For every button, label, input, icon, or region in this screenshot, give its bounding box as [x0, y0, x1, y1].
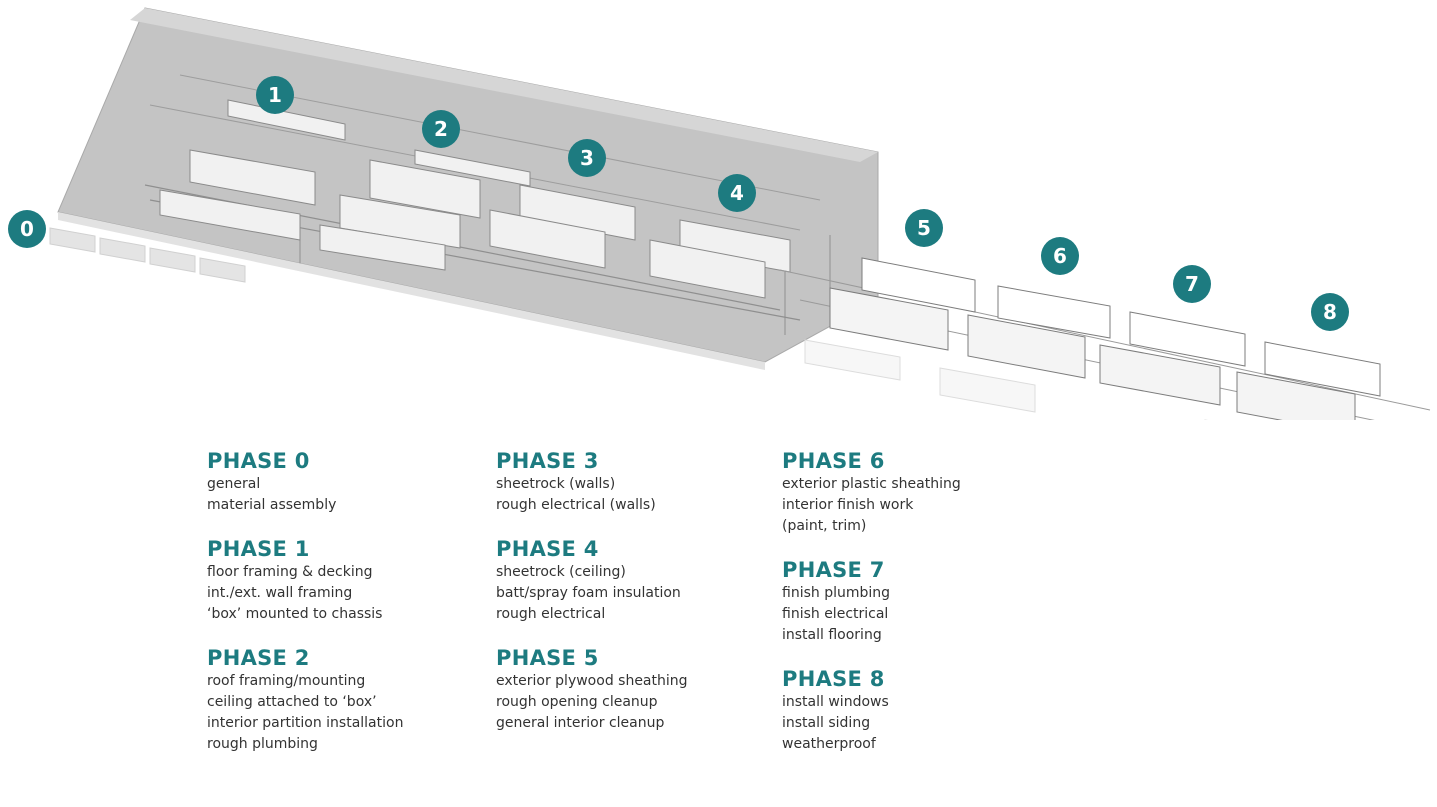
- phase-step: general: [207, 476, 261, 492]
- phase-title: PHASE 4: [496, 537, 599, 561]
- phase-marker-icon: 4: [718, 174, 756, 212]
- outdoor-modules: [779, 257, 1431, 420]
- phase-marker-icon: 8: [1311, 293, 1349, 331]
- phase-4: PHASE 4 sheetrock (ceiling) batt/spray f…: [496, 536, 776, 625]
- phase-title: PHASE 2: [207, 646, 310, 670]
- phase-step: install flooring: [782, 627, 882, 643]
- phase-marker-icon: 2: [422, 110, 460, 148]
- phase-column-2: PHASE 3 sheetrock (walls) rough electric…: [496, 448, 776, 754]
- phase-marker-icon: 0: [8, 210, 46, 248]
- phase-title: PHASE 1: [207, 537, 310, 561]
- phase-step: roof framing/mounting: [207, 673, 366, 689]
- phase-marker-label: 2: [434, 117, 448, 141]
- phase-2: PHASE 2 roof framing/mounting ceiling at…: [207, 645, 487, 755]
- phase-step: finish electrical: [782, 606, 889, 622]
- phase-marker-label: 1: [268, 83, 282, 107]
- phase-title: PHASE 3: [496, 449, 599, 473]
- phase-title: PHASE 8: [782, 667, 885, 691]
- phase-marker-label: 6: [1053, 244, 1067, 268]
- assembly-line-illustration: [49, 7, 1431, 420]
- phase-step: weatherproof: [782, 736, 876, 752]
- phase-step: rough electrical: [496, 606, 606, 622]
- phase-marker-label: 5: [917, 216, 931, 240]
- phase-3: PHASE 3 sheetrock (walls) rough electric…: [496, 448, 776, 516]
- phase-step: interior finish work: [782, 497, 914, 513]
- phase-step: int./ext. wall framing: [207, 585, 353, 601]
- phase-step: floor framing & decking: [207, 564, 373, 580]
- phase-step: batt/spray foam insulation: [496, 585, 681, 601]
- phase-marker-icon: 5: [905, 209, 943, 247]
- phase-step: material assembly: [207, 497, 337, 513]
- phase-step: install siding: [782, 715, 871, 731]
- phase-step: rough plumbing: [207, 736, 318, 752]
- phase-title: PHASE 5: [496, 646, 599, 670]
- phase-step: ceiling attached to ‘box’: [207, 694, 377, 710]
- phase-column-1: PHASE 0 general material assembly PHASE …: [207, 448, 487, 775]
- phase-marker-label: 7: [1185, 272, 1199, 296]
- phase-step: exterior plywood sheathing: [496, 673, 688, 689]
- phase-step: rough electrical (walls): [496, 497, 656, 513]
- phase-marker-label: 4: [730, 181, 744, 205]
- phase-7: PHASE 7 finish plumbing finish electrica…: [782, 557, 1062, 646]
- phase-step: interior partition installation: [207, 715, 404, 731]
- phase-marker-icon: 7: [1173, 265, 1211, 303]
- phase-6: PHASE 6 exterior plastic sheathing inter…: [782, 448, 1062, 537]
- phase-marker-label: 8: [1323, 300, 1337, 324]
- phase-marker-icon: 3: [568, 139, 606, 177]
- phase-step: exterior plastic sheathing: [782, 476, 961, 492]
- material-pallets: [49, 227, 246, 283]
- phase-title: PHASE 6: [782, 449, 885, 473]
- phase-step: finish plumbing: [782, 585, 891, 601]
- phase-8: PHASE 8 install windows install siding w…: [782, 666, 1062, 755]
- phase-title: PHASE 7: [782, 558, 885, 582]
- phase-step: install windows: [782, 694, 889, 710]
- phase-step: ‘box’ mounted to chassis: [207, 606, 383, 622]
- phase-title: PHASE 0: [207, 449, 310, 473]
- phase-5: PHASE 5 exterior plywood sheathing rough…: [496, 645, 776, 734]
- phase-step: sheetrock (walls): [496, 476, 616, 492]
- phase-step: general interior cleanup: [496, 715, 665, 731]
- phase-marker-label: 0: [20, 217, 34, 241]
- phase-0: PHASE 0 general material assembly: [207, 448, 487, 516]
- phase-1: PHASE 1 floor framing & decking int./ext…: [207, 536, 487, 625]
- phase-column-3: PHASE 6 exterior plastic sheathing inter…: [782, 448, 1062, 775]
- phase-step: rough opening cleanup: [496, 694, 658, 710]
- phase-marker-icon: 6: [1041, 237, 1079, 275]
- phase-step: sheetrock (ceiling): [496, 564, 626, 580]
- phase-step: (paint, trim): [782, 518, 867, 534]
- phase-marker-label: 3: [580, 146, 594, 170]
- phase-marker-icon: 1: [256, 76, 294, 114]
- factory-modules: [159, 99, 791, 299]
